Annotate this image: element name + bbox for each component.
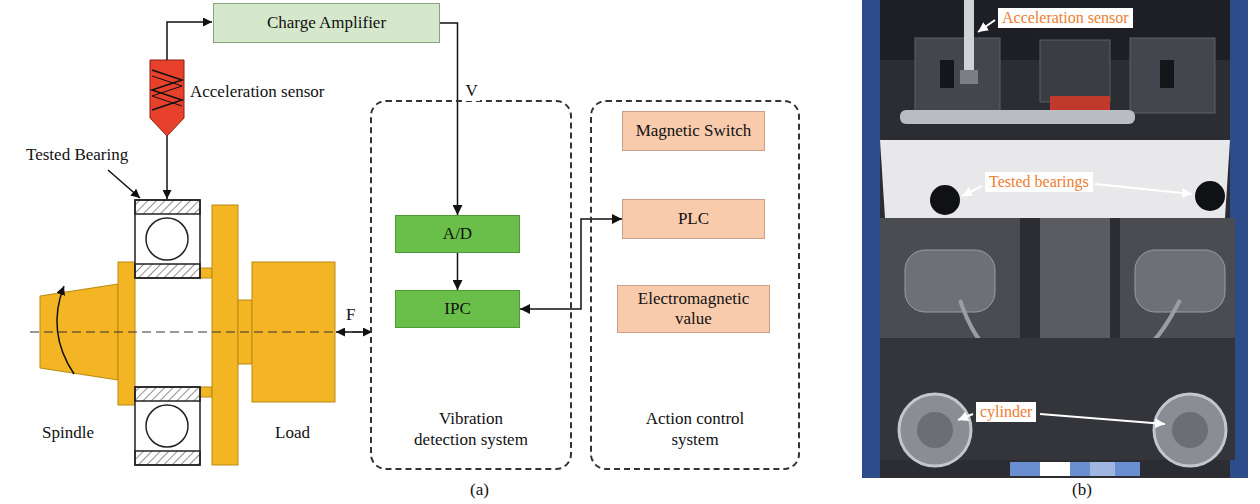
box-label: Magnetic Switch <box>630 121 758 141</box>
test-rig-photo <box>1050 96 1110 110</box>
force-label: F <box>346 306 355 325</box>
bearing-leader <box>108 170 140 198</box>
test-rig-photo <box>1160 60 1174 88</box>
bearing-symbol <box>135 200 200 278</box>
bearing-symbol <box>146 405 188 447</box>
test-rig-photo <box>862 0 1248 478</box>
control-box: PLC <box>622 199 765 239</box>
rotation-arrow <box>57 286 74 374</box>
photo-callout: cylinder <box>976 402 1036 422</box>
signal-connector <box>440 23 458 215</box>
test-rig-photo <box>1040 462 1070 476</box>
photo-callout-arrow <box>958 414 973 420</box>
shaft-assembly <box>252 262 335 402</box>
photo-callout-arrow <box>958 20 1192 424</box>
sensor-symbol <box>152 76 182 106</box>
shaft-assembly <box>200 268 212 278</box>
shaft-assembly <box>200 387 212 397</box>
photo-callout-arrow <box>1040 414 1165 424</box>
bearing-symbol <box>135 451 200 465</box>
test-rig-photo <box>1090 462 1115 476</box>
test-rig-photo <box>900 110 1135 124</box>
signal-connector <box>457 253 459 290</box>
bearing-symbol <box>135 387 200 465</box>
box-label: A/D <box>437 224 478 244</box>
bearing-symbol <box>135 387 200 401</box>
test-rig-photo <box>899 394 971 466</box>
photo-callout: Tested bearings <box>985 172 1093 192</box>
sensor-symbol <box>150 60 184 136</box>
test-rig-photo <box>880 218 1020 338</box>
test-rig-photo <box>905 250 995 312</box>
panel-label: (a) <box>470 481 489 500</box>
test-rig-photo <box>1195 181 1225 211</box>
test-rig-photo <box>915 38 1000 113</box>
box-label: Electromagnetic value <box>618 289 769 328</box>
group-title: Action control system <box>630 409 760 450</box>
shaft-assembly <box>212 205 238 465</box>
test-rig-photo <box>862 0 1248 478</box>
part-label: Spindle <box>42 424 94 443</box>
center-line <box>30 331 372 332</box>
system-group: Vibration detection system A/D IPC <box>370 100 572 470</box>
force-arrow <box>336 331 372 333</box>
test-rig-photo <box>964 0 974 78</box>
process-box: IPC <box>395 290 520 328</box>
photo-callout-arrow <box>1095 184 1192 194</box>
test-rig-photo <box>940 60 954 88</box>
test-rig-photo <box>1040 218 1110 338</box>
test-rig-photo <box>1010 462 1140 476</box>
test-rig-photo <box>930 185 960 215</box>
control-box: Electromagnetic value <box>617 285 770 333</box>
signal-wire <box>167 22 212 60</box>
shaft-assembly <box>118 262 135 405</box>
test-rig-photo <box>862 0 880 478</box>
box-label: IPC <box>438 299 476 319</box>
test-rig-photo <box>1120 218 1235 338</box>
signal-label: V <box>464 82 480 101</box>
bearing-symbol <box>135 264 200 278</box>
box-label: Charge Amplifier <box>261 13 392 33</box>
test-rig-photo <box>1154 394 1226 466</box>
photo-callout: Acceleration sensor <box>998 8 1133 28</box>
amplifier-box: Charge Amplifier <box>213 3 440 43</box>
group-title: Vibration detection system <box>406 409 536 450</box>
shaft-assembly <box>40 205 335 465</box>
box-label: PLC <box>672 209 715 229</box>
photo-callout-arrow <box>978 20 995 32</box>
part-label: Load <box>275 424 310 443</box>
test-rig-photo <box>1040 40 1110 102</box>
test-rig-photo <box>917 412 953 448</box>
test-rig-photo <box>1130 38 1215 113</box>
part-label: Tested Bearing <box>26 146 128 165</box>
test-rig-photo <box>960 70 978 84</box>
test-rig-photo <box>880 140 1230 218</box>
control-box: Magnetic Switch <box>622 111 765 151</box>
bearing-symbol <box>135 200 200 214</box>
sensor-leader <box>166 136 168 199</box>
process-box: A/D <box>395 215 520 253</box>
test-rig-photo <box>1172 412 1208 448</box>
panel-label: (b) <box>1072 481 1092 500</box>
sensor-symbol <box>152 70 182 110</box>
part-label: Acceleration sensor <box>190 83 325 102</box>
system-group: Action control system Magnetic SwitchPLC E… <box>590 100 800 470</box>
sensor-symbol <box>150 60 184 136</box>
bearing-symbol <box>146 218 188 260</box>
photo-callout-arrow <box>962 186 982 196</box>
